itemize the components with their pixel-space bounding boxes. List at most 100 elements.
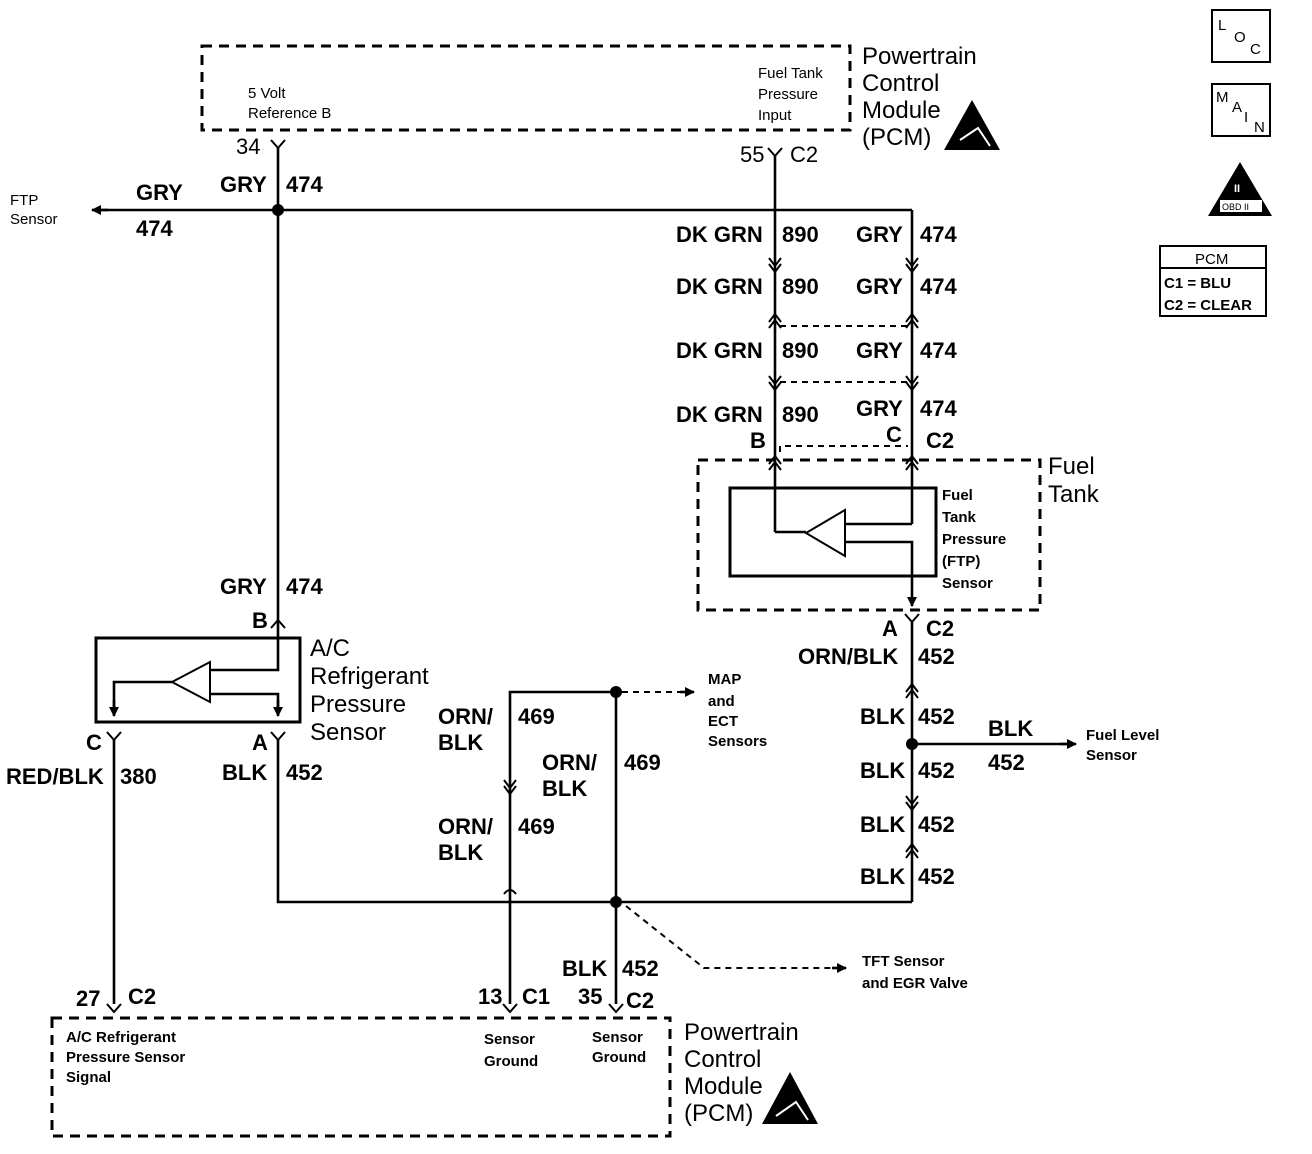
ac-pin-a-connector-icon [270,731,286,742]
pair3-left-color: DK GRN [676,338,763,363]
wire-orn-blk-469 [508,690,618,1004]
pcm-top-title-3: Module [862,97,941,124]
ftp-sensor-line-3: Pressure [942,531,1006,548]
main-i: I [1244,109,1248,126]
pin-27: 27 [76,986,100,1011]
orn469a-color-1: ORN/ [438,704,493,729]
inline-connector-icons [768,257,919,471]
fuel-level-color: BLK [988,716,1033,741]
fuel-tank-pin-b: B [750,428,766,453]
fuel-tank-conn-top: C2 [926,428,954,453]
ac-label-2: Refrigerant [310,663,429,690]
ftp-wire-color: GRY [136,180,183,205]
pcm-bottom-connector-icons [106,1003,624,1014]
ref-line-1: 5 Volt [248,85,286,102]
red-blk-color: RED/BLK [6,764,104,789]
ref-line-2: Reference B [248,105,331,122]
main-a: A [1232,99,1242,116]
ftp-label-2: Sensor [10,211,58,228]
pcm-table-row1: C1 = BLU [1164,275,1231,292]
pcm-table-row2: C2 = CLEAR [1164,297,1252,314]
blk452-connector-icons [905,682,919,859]
pair4-left-color: DK GRN [676,402,763,427]
tft-label-1: TFT Sensor [862,953,945,970]
orn469b-color-2: BLK [542,776,587,801]
sensor-ground-1-line-2: Ground [484,1053,538,1070]
pin55-connector-icon [767,147,783,158]
ac-refrigerant-pressure-sensor: A/C Refrigerant Pressure Sensor [94,635,429,746]
gry474-top-color: GRY [220,172,267,197]
ftp-input-line-2: Pressure [758,86,818,103]
orn469b-color-1: ORN/ [542,750,597,775]
blk452-4-color: BLK [860,864,905,889]
fuel-level-label-1: Fuel Level [1086,727,1159,744]
blk452-1-circuit: 452 [918,704,955,729]
loc-c: C [1250,41,1261,58]
pair3-left-circuit: 890 [782,338,819,363]
conn-27: C2 [128,984,156,1009]
pin-13: 13 [478,984,502,1009]
pair2-right-color: GRY [856,274,903,299]
pcm-connector-table: PCM C1 = BLU C2 = CLEAR [1159,245,1267,317]
pcm-top-title-1: Powertrain [862,43,977,70]
ac-signal-line-2: Pressure Sensor [66,1049,185,1066]
pair4-right-circuit: 474 [920,396,957,421]
orn469c-circuit: 469 [518,814,555,839]
map-ect-label-2: and [708,693,735,710]
ac-signal-line-1: A/C Refrigerant [66,1029,176,1046]
sensor-ground-2-line-1: Sensor [592,1029,643,1046]
fuel-tank-label-1: Fuel [1048,453,1095,480]
conn-c2-top: C2 [790,142,818,167]
pcm-bottom-title-3: Module [684,1073,763,1100]
gry474-top-circuit: 474 [286,172,323,197]
loc-l: L [1218,17,1226,34]
blk452-2-circuit: 452 [918,758,955,783]
pcm-bottom-title-2: Control [684,1046,761,1073]
blk452-3-color: BLK [860,812,905,837]
ac-pin-b: B [252,608,268,633]
pair2-left-circuit: 890 [782,274,819,299]
sensor-ground-2-line-2: Ground [592,1049,646,1066]
pair1-left-circuit: 890 [782,222,819,247]
ac-pin-b-connector-icon [270,618,286,629]
pair1-right-color: GRY [856,222,903,247]
tft-label-2: and EGR Valve [862,975,968,992]
main-n: N [1254,119,1265,136]
wire-crossover-icon [503,889,517,895]
ftp-input-line-1: Fuel Tank [758,65,823,82]
fuel-tank-label-2: Tank [1048,481,1100,508]
gry474-mid-color: GRY [220,574,267,599]
red-blk-circuit: 380 [120,764,157,789]
ac-label-4: Sensor [310,719,386,746]
ftp-sensor-line-1: Fuel [942,487,973,504]
ac-label-1: A/C [310,635,350,662]
fuel-tank-conn-bottom: C2 [926,616,954,641]
loc-o: O [1234,29,1246,46]
main-icon: M A I N [1211,83,1271,137]
orn469b-circuit: 469 [624,750,661,775]
esd-warning-icon [944,100,1000,150]
blk452-ac-circuit: 452 [286,760,323,785]
pair1-right-circuit: 474 [920,222,957,247]
blk452-bottom-color: BLK [562,956,607,981]
pin-a-connector-icon [904,613,920,624]
tft-dashed-wire [625,905,840,969]
conn-35: C2 [626,988,654,1013]
blk452-1-color: BLK [860,704,905,729]
ftp-label-1: FTP [10,192,38,209]
wire-gry-474 [100,148,912,640]
pair1-left-color: DK GRN [676,222,763,247]
orn469a-color-2: BLK [438,730,483,755]
orn469c-color-2: BLK [438,840,483,865]
splice-469 [610,686,622,698]
map-ect-label-4: Sensors [708,733,767,750]
orn469-connector-icon [503,779,517,796]
ac-amplifier-icon [169,660,211,704]
pair4-left-circuit: 890 [782,402,819,427]
pin-35: 35 [578,984,602,1009]
obd-ii-icon: II OBD II [1208,162,1272,216]
pcm-top-title-4: (PCM) [862,124,931,151]
pcm-top-module: 5 Volt Reference B Fuel Tank Pressure In… [200,43,1000,167]
pcm-table-title: PCM [1195,251,1228,268]
esd-warning-icon-bottom [762,1072,818,1124]
